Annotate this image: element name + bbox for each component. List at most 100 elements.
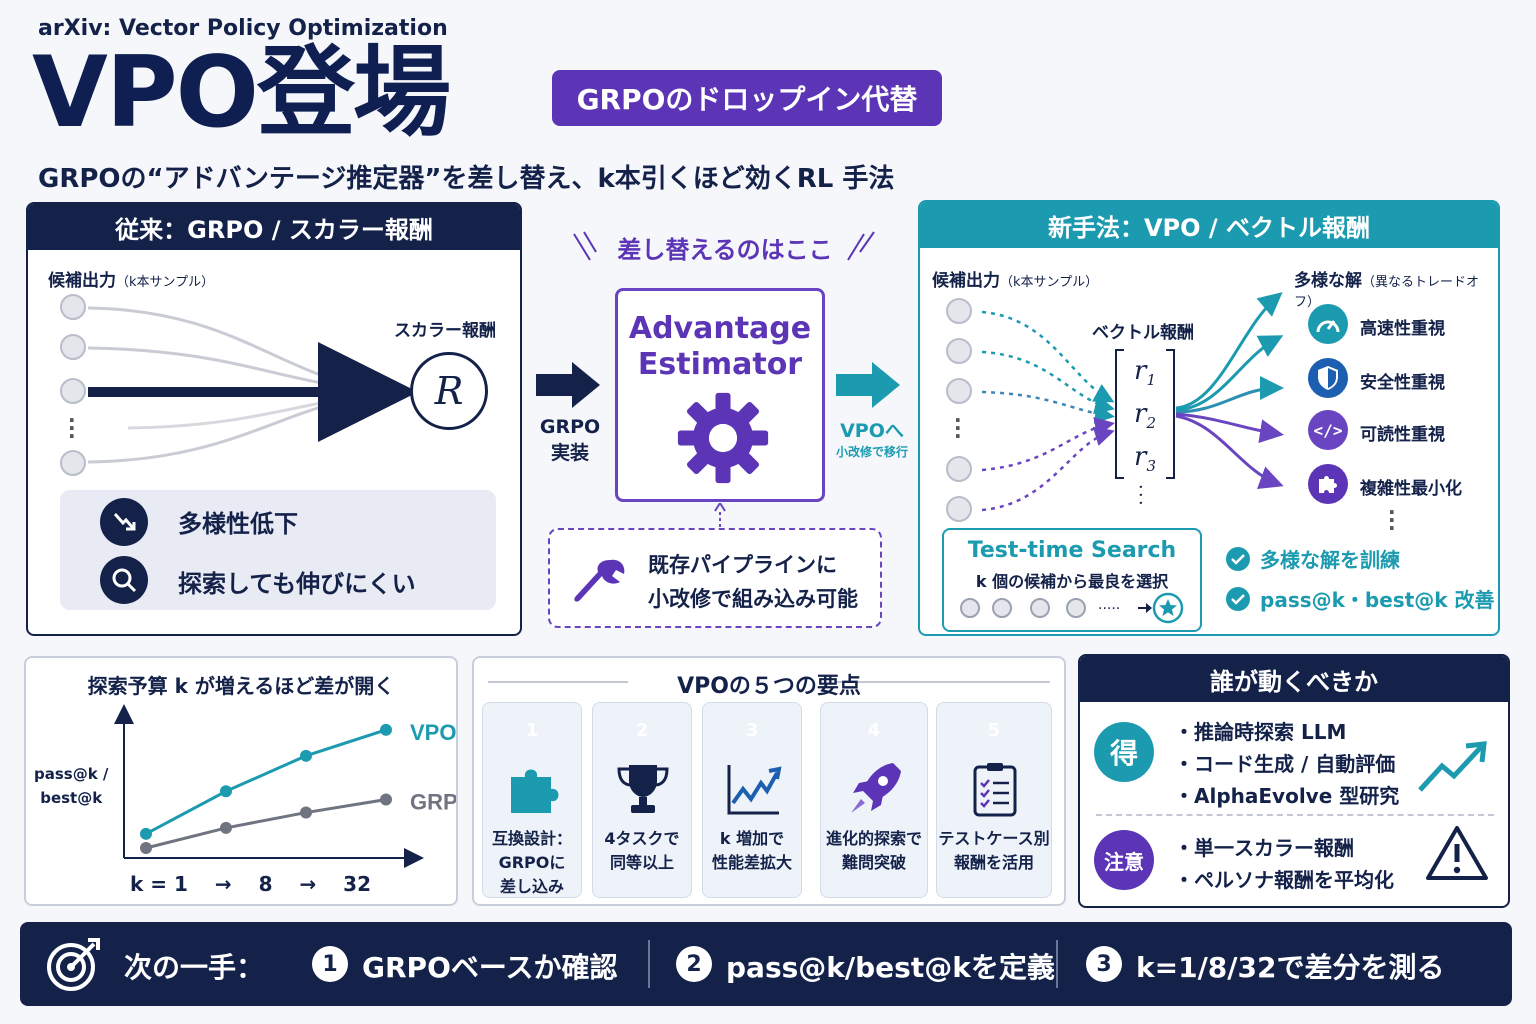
grpo-candidate-dot bbox=[60, 334, 86, 360]
chart-ylabel-line1: pass@k / bbox=[34, 765, 109, 783]
point-text: 進化的探索で 難問突破 bbox=[825, 829, 922, 872]
vpo-migrate-line1: VPOへ bbox=[840, 420, 904, 442]
vpo-panel-title: 新手法：VPO / ベクトル報酬 bbox=[920, 202, 1498, 248]
vpo-panel: 新手法：VPO / ベクトル報酬 候補出力（k本サンプル） 多様な解（異なるトレ… bbox=[918, 200, 1500, 636]
eyebrow: arXiv: Vector Policy Optimization bbox=[38, 16, 448, 41]
puzzle-icon bbox=[511, 769, 559, 813]
vector-reward-components: r1 r2 r3 ··· bbox=[1134, 354, 1156, 514]
replace-label: 差し替えるのはここ bbox=[617, 236, 833, 264]
solution-safety: 安全性重視 bbox=[1360, 373, 1445, 393]
grpo-candidates-text: 候補出力 bbox=[48, 271, 116, 291]
who-panel: 誰が動くべきか 得 ・推論時探索 LLM ・コード生成 / 自動評価 ・Alph… bbox=[1078, 654, 1510, 908]
grpo-candidates-sub: （k本サンプル） bbox=[116, 275, 215, 290]
check-icon bbox=[1226, 546, 1250, 571]
vpo-migrate-line2: 小改修で移行 bbox=[835, 445, 908, 459]
scalar-reward-node: R bbox=[410, 352, 488, 430]
tts-subtitle: k 個の候補から最良を選択 bbox=[975, 572, 1169, 591]
point-card-1: 1 互換設計： GRPOに 差し込み bbox=[482, 702, 582, 898]
adv-title-line1: Advantage bbox=[628, 311, 812, 346]
footer-separator bbox=[1056, 940, 1058, 988]
target-icon bbox=[47, 938, 100, 991]
gain-item: ・AlphaEvolve 型研究 bbox=[1174, 784, 1400, 808]
grpo-panel: 従来：GRPO / スカラー報酬 候補出力（k本サンプル） スカラー報酬 ···… bbox=[26, 202, 522, 636]
point-text: 4タスクで 同等以上 bbox=[604, 829, 680, 872]
vpo-candidate-dot bbox=[946, 456, 972, 482]
arrow-right-icon bbox=[536, 362, 600, 408]
solution-readability: 可読性重視 bbox=[1360, 425, 1445, 445]
step-text: k=1/8/32で差分を測る bbox=[1136, 951, 1445, 984]
point-text: 互換設計： GRPOに 差し込み bbox=[491, 829, 572, 896]
data-point-grpo bbox=[140, 842, 152, 854]
chart-plot: VPOGRPO bbox=[114, 704, 456, 868]
series-line-vpo bbox=[145, 728, 387, 836]
grpo-candidate-dot bbox=[60, 450, 86, 476]
solution-complexity: 複雑性最小化 bbox=[1360, 479, 1462, 499]
step-text: GRPOベースか確認 bbox=[362, 951, 618, 984]
vpo-flow-diagram bbox=[981, 292, 1284, 512]
dropin-badge: GRPOのドロップイン代替 bbox=[552, 70, 942, 126]
point-card-5: 5 テストケース別 報酬を活用 bbox=[936, 702, 1052, 898]
tts-candidates-row: ····· bbox=[960, 592, 1184, 624]
line-chart-icon bbox=[727, 765, 782, 815]
benefit-diverse: 多様な解を訓練 bbox=[1226, 544, 1400, 573]
chart-panel: 探索予算 k が増えるほど差が開く pass@k / best@k VPOGRP… bbox=[24, 656, 458, 906]
speedometer-icon bbox=[1308, 304, 1348, 344]
data-point-grpo bbox=[220, 821, 232, 834]
gain-item: ・推論時探索 LLM bbox=[1174, 720, 1347, 744]
scalar-reward-label: スカラー報酬 bbox=[394, 321, 496, 341]
search-icon bbox=[100, 556, 148, 604]
grpo-candidates-label: 候補出力（k本サンプル） bbox=[48, 266, 214, 291]
benefit-passk: pass@k・best@k 改善 bbox=[1226, 584, 1495, 613]
chart-ylabel-line2: best@k bbox=[40, 789, 103, 807]
gear-icon bbox=[677, 392, 769, 484]
vpo-candidate-dot bbox=[946, 378, 972, 404]
who-divider bbox=[1096, 814, 1494, 816]
clipboard-checklist-icon bbox=[973, 763, 1017, 817]
points-title: VPOの５つの要点 bbox=[677, 674, 861, 699]
replace-highlight-marks bbox=[573, 231, 875, 261]
vpo-candidate-ellipsis: ··· bbox=[954, 408, 962, 448]
vpo-candidate-dot bbox=[946, 496, 972, 522]
step-number: 3 bbox=[1086, 946, 1122, 982]
page-subtitle: GRPOの“アドバンテージ推定器”を差し替え、k本引くほど効くRL 手法 bbox=[38, 164, 895, 194]
benefit-passk-text: pass@k・best@k 改善 bbox=[1260, 588, 1495, 612]
solutions-text: 多様な解 bbox=[1294, 271, 1362, 291]
point-number: 2 bbox=[635, 719, 649, 741]
gain-badge: 得 bbox=[1094, 722, 1154, 782]
point-card-2: 2 4タスクで 同等以上 bbox=[592, 702, 692, 898]
footer-separator bbox=[648, 940, 650, 988]
vector-item: r3 bbox=[1134, 442, 1156, 476]
puzzle-icon bbox=[1308, 464, 1348, 504]
next-steps-footer: 次の一手： 1 GRPOベースか確認 2 pass@k/best@kを定義 3 … bbox=[20, 922, 1512, 1006]
arrow-right-teal-icon bbox=[836, 362, 900, 408]
grpo-impl-label: GRPO 実装 bbox=[539, 416, 601, 464]
point-number: 4 bbox=[867, 719, 881, 741]
page-title: VPO登場 bbox=[32, 36, 451, 150]
shield-icon bbox=[1308, 358, 1348, 398]
vpo-candidates-label: 候補出力（k本サンプル） bbox=[932, 266, 1098, 291]
code-icon: </> bbox=[1308, 410, 1348, 450]
data-point-vpo bbox=[300, 749, 312, 762]
caution-item: ・単一スカラー報酬 bbox=[1174, 836, 1354, 860]
chart-xlabel: k = 1 → 8 → 32 bbox=[130, 872, 372, 896]
grpo-candidate-ellipsis: ··· bbox=[68, 408, 76, 448]
solutions-label: 多様な解（異なるトレードオフ） bbox=[1294, 266, 1498, 311]
vector-ellipsis: ··· bbox=[1138, 476, 1144, 514]
pipeline-box: 既存パイプラインに 小改修で組み込み可能 bbox=[548, 528, 882, 628]
grpo-drawbacks: 多様性低下 探索しても伸びにくい bbox=[60, 490, 496, 610]
drawback-diversity: 多様性低下 bbox=[178, 510, 298, 538]
grpo-candidate-dot bbox=[60, 378, 86, 404]
point-text: テストケース別 報酬を活用 bbox=[938, 829, 1050, 872]
trophy-icon bbox=[617, 765, 669, 813]
trend-up-icon bbox=[1418, 741, 1487, 792]
point-text: k 増加で 性能差拡大 bbox=[711, 829, 792, 872]
check-icon bbox=[1226, 586, 1250, 611]
series-label-grpo: GRPO bbox=[410, 790, 456, 815]
vpo-candidate-dot bbox=[946, 338, 972, 364]
point-card-3: 3 k 増加で 性能差拡大 bbox=[702, 702, 802, 898]
step-text: pass@k/best@kを定義 bbox=[726, 951, 1055, 984]
rocket-icon bbox=[851, 763, 901, 813]
drawback-exploration: 探索しても伸びにくい bbox=[178, 570, 416, 598]
data-point-grpo bbox=[300, 806, 312, 819]
step-number: 2 bbox=[676, 946, 712, 982]
